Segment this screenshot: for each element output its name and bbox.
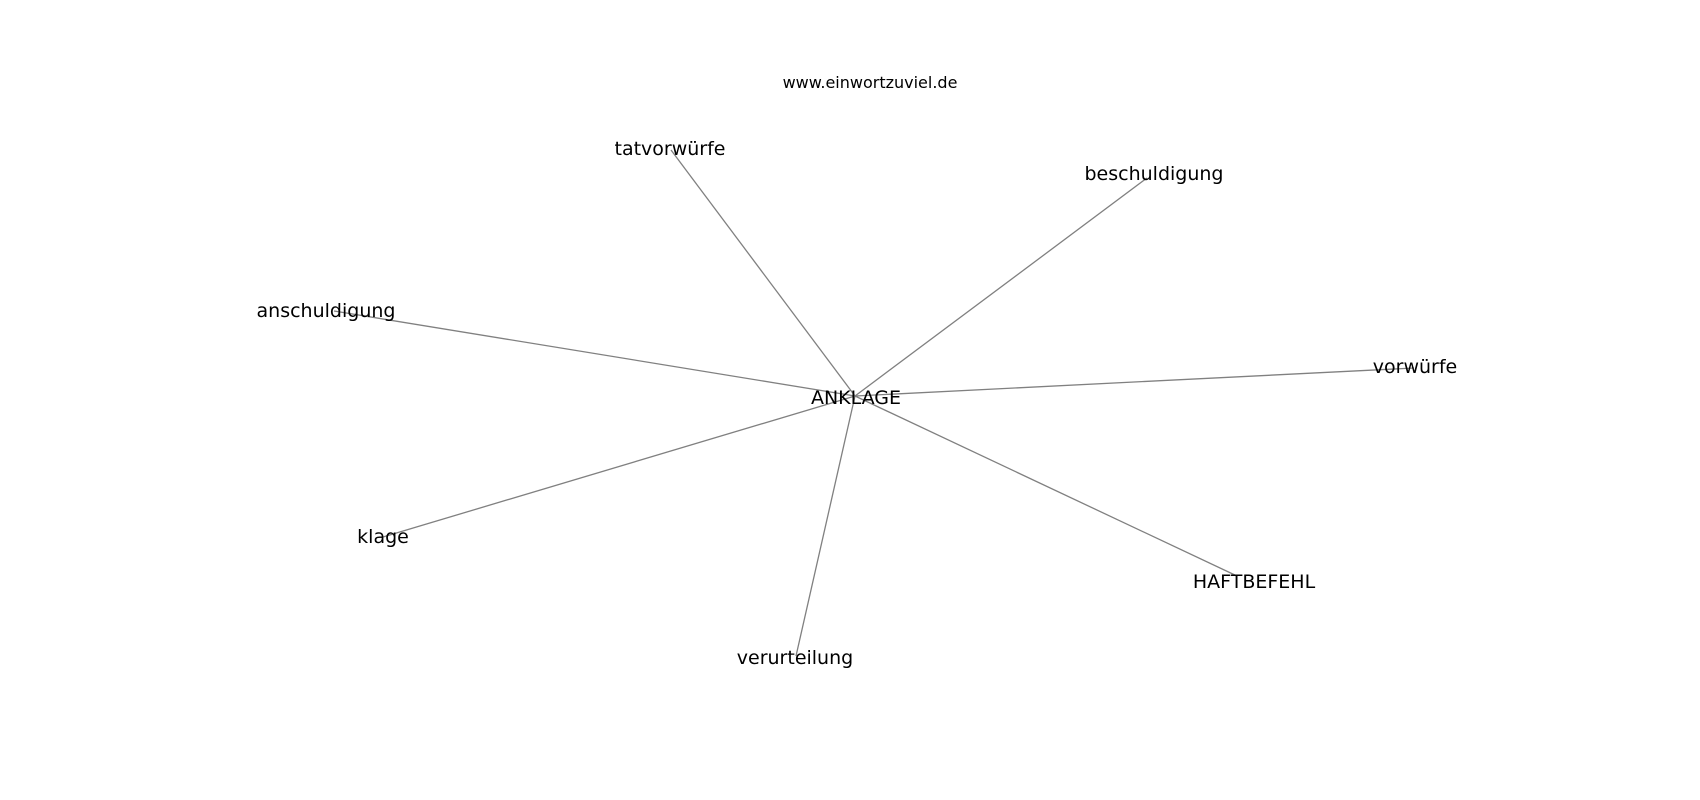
edge-center-tatvorwurfe: [670, 149, 856, 397]
node-label-haftbefehl: HAFTBEFEHL: [1193, 571, 1316, 593]
node-label-anschuldigung: anschuldigung: [257, 300, 396, 322]
node-labels: ANKLAGE tatvorwürfe beschuldigung anschu…: [257, 138, 1458, 669]
edge-center-klage: [382, 395, 856, 538]
edge-center-verurteilung: [795, 395, 856, 657]
edge-center-haftbefehl: [854, 395, 1238, 577]
edge-center-vorwurfe: [854, 367, 1415, 397]
node-label-beschuldigung: beschuldigung: [1084, 163, 1223, 185]
edge-center-anschuldigung: [333, 310, 856, 397]
edge-center-beschuldigung: [854, 177, 1148, 397]
node-label-klage: klage: [357, 526, 409, 548]
edges: [333, 149, 1415, 657]
node-label-verurteilung: verurteilung: [737, 647, 853, 669]
node-label-vorwurfe: vorwürfe: [1373, 356, 1457, 378]
node-label-tatvorwurfe: tatvorwürfe: [615, 138, 726, 160]
source-credit: www.einwortzuviel.de: [783, 73, 958, 92]
node-label-center: ANKLAGE: [811, 387, 901, 409]
